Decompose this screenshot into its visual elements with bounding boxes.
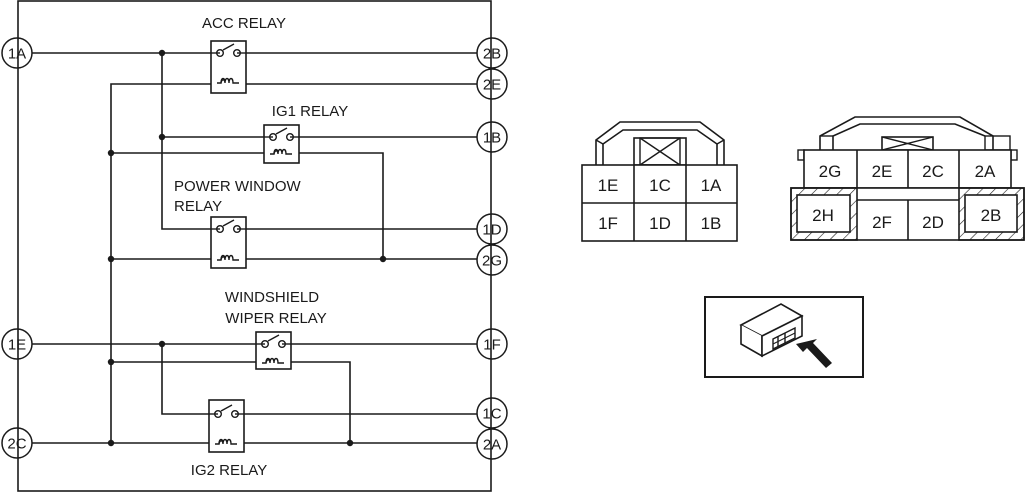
right-terminals: 2B 2E 1B 1D 2G 1F — [476, 37, 508, 460]
pin-1f: 1F — [598, 214, 618, 233]
connector-view-indicator — [704, 296, 864, 378]
junction-dot — [107, 358, 115, 366]
svg-text:1F: 1F — [483, 337, 501, 354]
terminal-2g: 2G — [476, 244, 508, 276]
junction-dot — [107, 439, 115, 447]
junction-dot — [379, 255, 387, 263]
windshield-wiper-relay: WINDSHIELD WIPER RELAY — [225, 289, 327, 370]
pin-2e: 2E — [872, 162, 893, 181]
pin-1c: 1C — [649, 176, 671, 195]
svg-text:1E: 1E — [8, 337, 26, 354]
power-window-relay: POWER WINDOW RELAY — [174, 178, 301, 269]
connector-view-arrow-icon — [739, 303, 832, 368]
pin-1a: 1A — [701, 176, 722, 195]
terminal-1d: 1D — [476, 213, 508, 245]
acc-relay: ACC RELAY — [202, 15, 286, 94]
ig1-relay-label: IG1 RELAY — [272, 103, 348, 120]
pin-2h: 2H — [812, 206, 834, 225]
svg-text:2C: 2C — [7, 436, 26, 453]
connector-2-face: 2G 2E 2C 2A 2H 2F 2D 2B — [790, 116, 1025, 241]
relay-box — [210, 40, 247, 94]
terminal-2a: 2A — [476, 428, 508, 460]
wiper-relay-label-line2: WIPER RELAY — [225, 310, 326, 327]
power-window-relay-label-line2: RELAY — [174, 198, 222, 215]
junction-dot — [158, 133, 166, 141]
module-outline — [17, 0, 492, 492]
junction-dots — [107, 49, 387, 447]
connector-latch — [819, 116, 994, 150]
pin-1d: 1D — [649, 214, 671, 233]
power-window-relay-label-line1: POWER WINDOW — [174, 178, 301, 195]
junction-dot — [158, 340, 166, 348]
wiring-diagram: ACC RELAY IG1 RELAY POWER WINDOW RELAY — [1, 0, 508, 492]
ig2-relay-label: IG2 RELAY — [191, 462, 267, 479]
pin-2c: 2C — [922, 162, 944, 181]
pin-2a: 2A — [975, 162, 996, 181]
ig1-relay: IG1 RELAY — [263, 103, 348, 164]
svg-text:1B: 1B — [483, 130, 501, 147]
terminal-2b: 2B — [476, 37, 508, 69]
svg-text:2A: 2A — [483, 437, 501, 454]
connector-1-face: 1E 1C 1A 1F 1D 1B — [581, 121, 738, 242]
relay-box — [210, 216, 247, 269]
acc-relay-label: ACC RELAY — [202, 15, 286, 32]
svg-text:2G: 2G — [482, 253, 502, 270]
svg-text:1D: 1D — [482, 222, 501, 239]
svg-text:2E: 2E — [483, 77, 501, 94]
ig2-relay: IG2 RELAY — [191, 399, 267, 479]
connector-latch — [595, 121, 725, 165]
terminal-1f: 1F — [476, 328, 508, 360]
left-terminals: 1A 1E 2C — [1, 37, 33, 459]
junction-dot — [107, 255, 115, 263]
pin-2d: 2D — [922, 213, 944, 232]
terminal-2e: 2E — [476, 68, 508, 100]
pin-2b: 2B — [981, 206, 1002, 225]
pin-1b: 1B — [701, 214, 722, 233]
pin-2g: 2G — [819, 162, 842, 181]
terminal-1a: 1A — [1, 37, 33, 69]
terminal-2c: 2C — [1, 427, 33, 459]
pin-2f: 2F — [872, 213, 892, 232]
terminal-1e: 1E — [1, 328, 33, 360]
terminal-1c: 1C — [476, 397, 508, 429]
junction-dot — [346, 439, 354, 447]
svg-text:1A: 1A — [8, 46, 26, 63]
wires — [32, 52, 477, 444]
junction-dot — [107, 149, 115, 157]
wiper-relay-label-line1: WINDSHIELD — [225, 289, 319, 306]
svg-text:2B: 2B — [483, 46, 501, 63]
junction-dot — [158, 49, 166, 57]
terminal-1b: 1B — [476, 121, 508, 153]
svg-text:1C: 1C — [482, 406, 501, 423]
pin-1e: 1E — [598, 176, 619, 195]
